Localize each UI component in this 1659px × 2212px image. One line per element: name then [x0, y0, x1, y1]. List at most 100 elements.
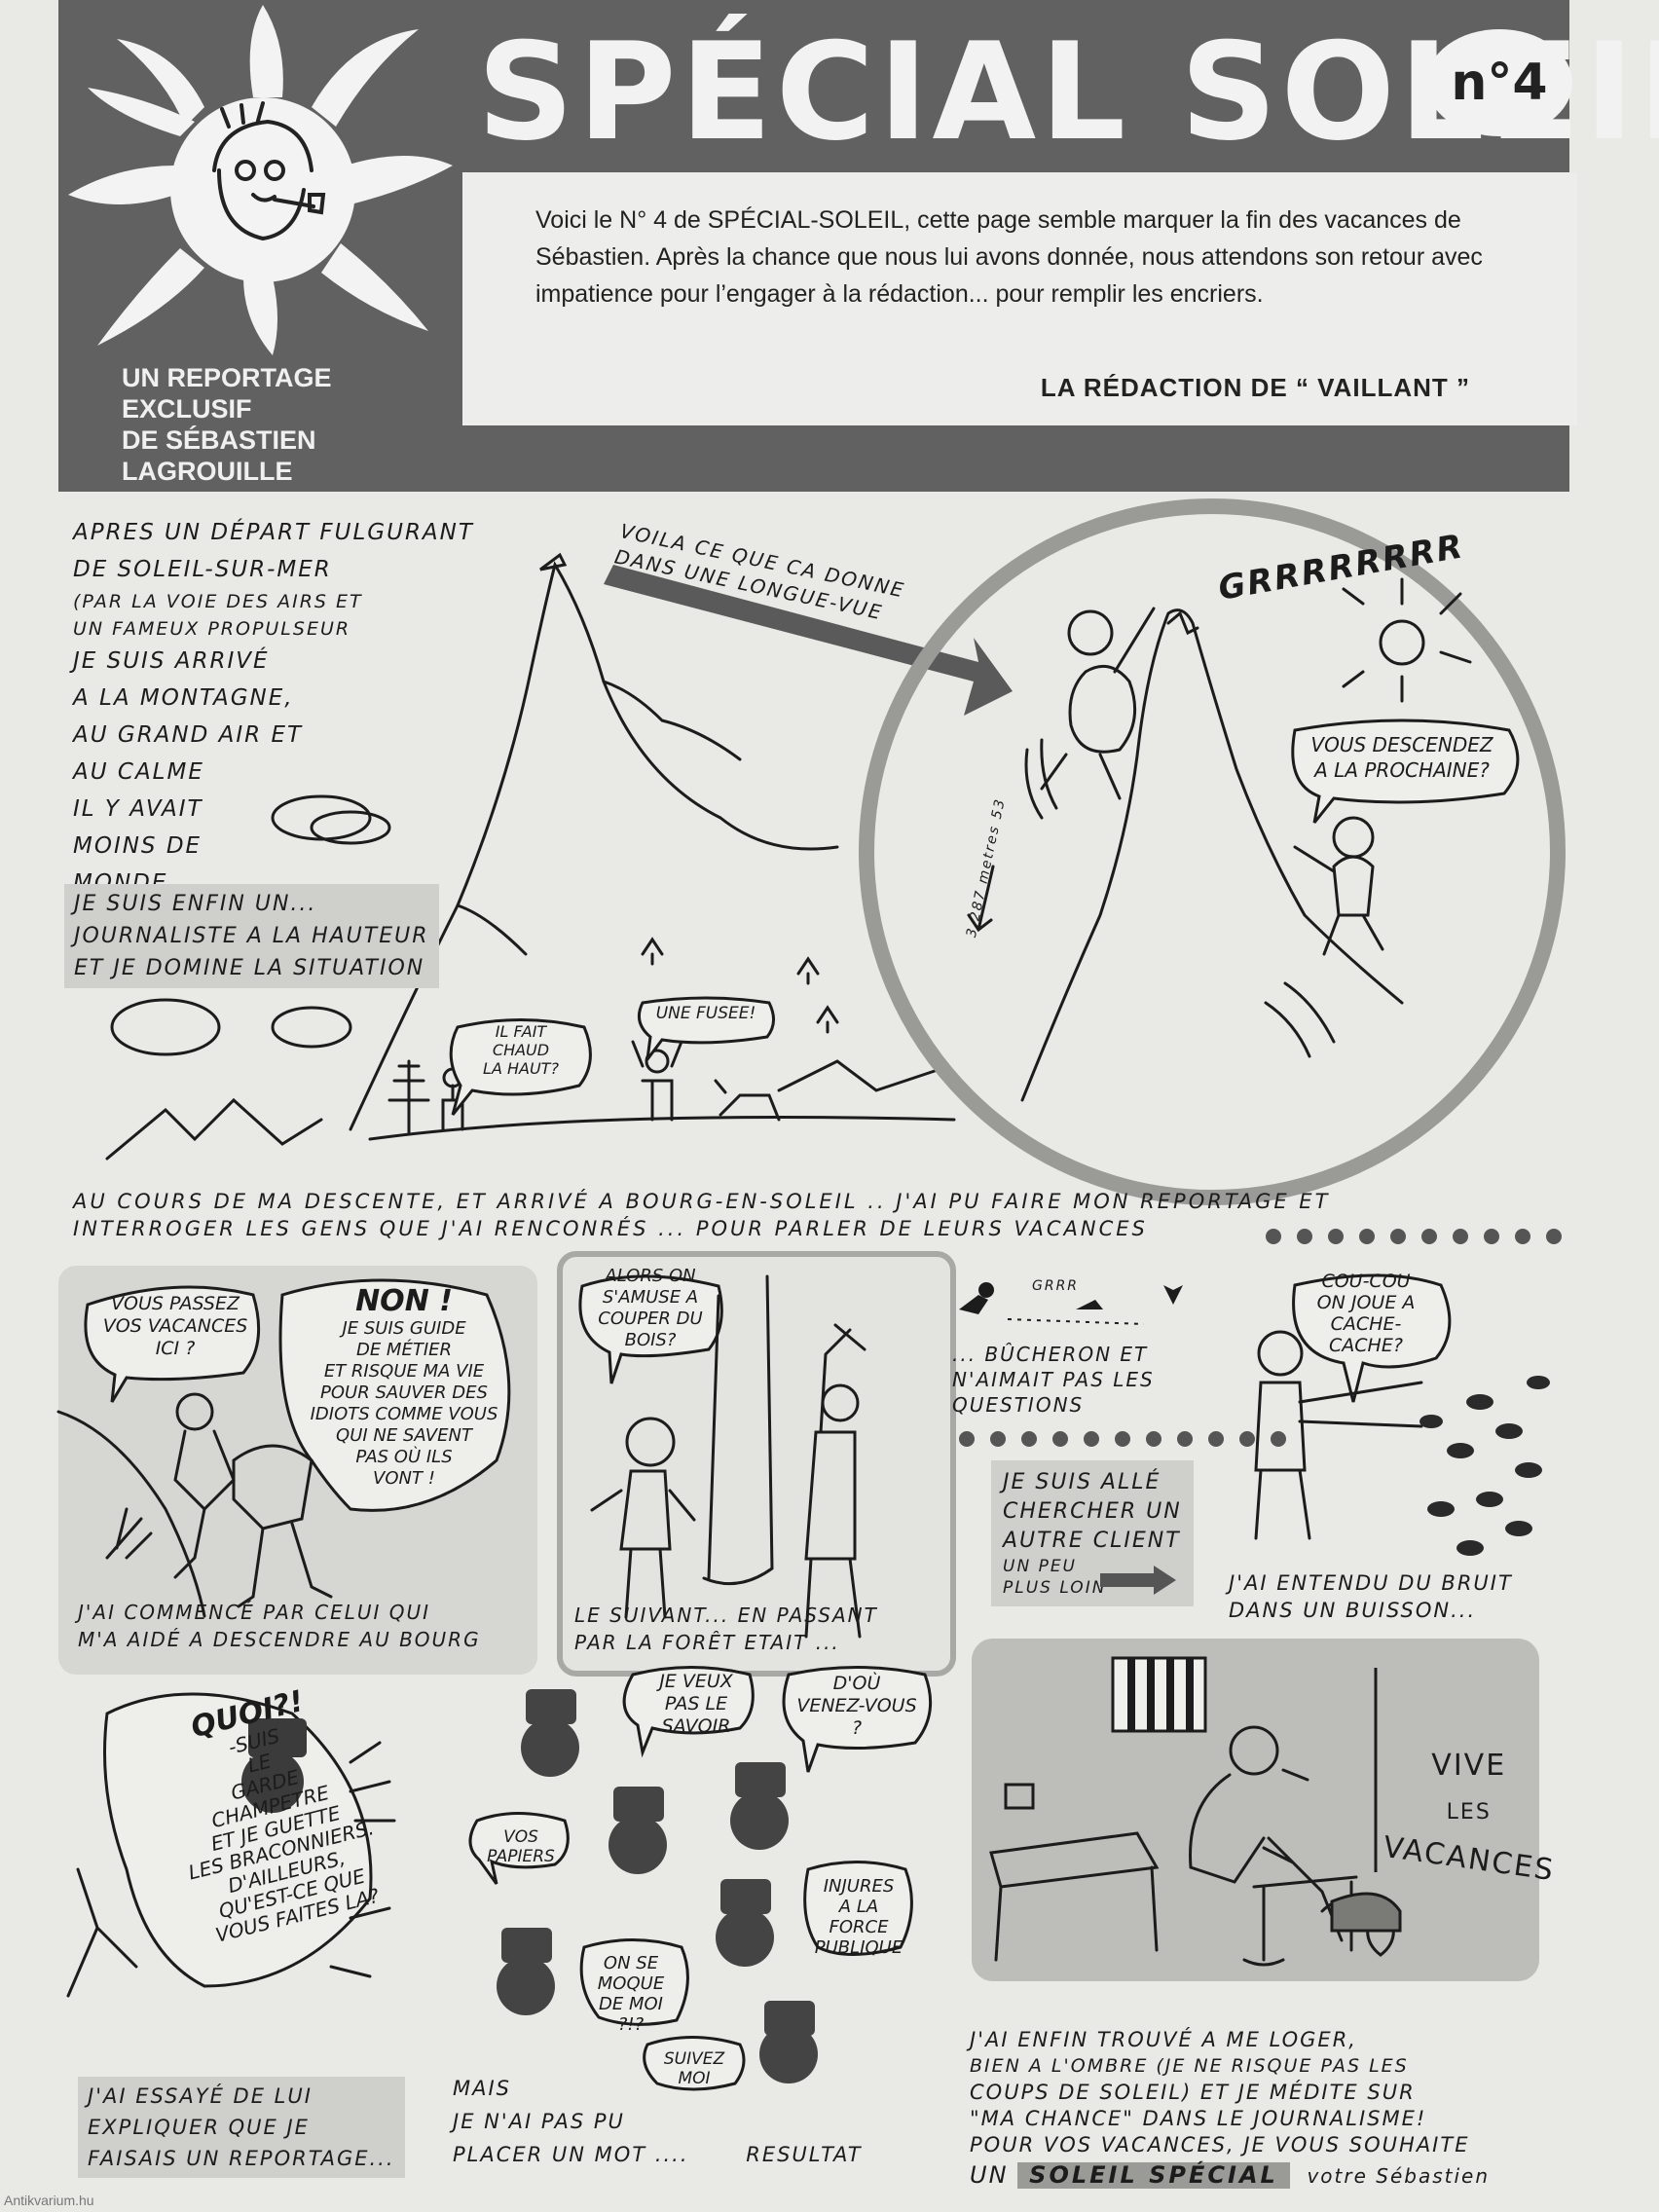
- speech-line: SUIVEZ: [663, 2049, 725, 2069]
- speech-line: MOI: [678, 2069, 711, 2088]
- speech-line: VENEZ-VOUS: [796, 1695, 917, 1716]
- narration-line: N'AIMAIT PAS LES: [952, 1368, 1155, 1391]
- caption-line: J'AI COMMENCÉ PAR CELUI QUI: [78, 1601, 431, 1624]
- caption-line: JE N'AI PAS PU: [453, 2110, 625, 2133]
- final-un: UN: [970, 2161, 1009, 2189]
- speech-rocket: UNE FUSEE!: [655, 1004, 756, 1023]
- narration-line: JE SUIS ENFIN UN...: [74, 892, 317, 916]
- narration-line: A LA MONTAGNE,: [73, 685, 294, 711]
- header-banner: SPÉCIAL SOLEIL n°4 UN REPORTAGE EXCLUSIF…: [58, 0, 1659, 492]
- speech-line: QUI NE SAVENT: [336, 1425, 472, 1446]
- speech-line: PUBLIQUE: [814, 1937, 903, 1958]
- narration-woodcutter: ... BÛCHERON ET N'AIMAIT PAS LES QUESTIO…: [952, 1342, 1155, 1418]
- speech-line: BOIS?: [624, 1330, 677, 1350]
- speech-woodcutter: ALORS ON S'AMUSE A COUPER DU BOIS?: [582, 1266, 719, 1351]
- narration-line: QUESTIONS: [952, 1393, 1085, 1417]
- speech-injures: INJURES A LA FORCE PUBLIQUE: [810, 1876, 907, 1958]
- narration-line: JE SUIS ALLÉ: [1003, 1470, 1161, 1494]
- speech-line: ICI ?: [155, 1338, 196, 1359]
- speech-climber: VOUS DESCENDEZ A LA PROCHAINE?: [1290, 732, 1514, 783]
- speech-line: FORCE: [829, 1917, 889, 1937]
- narration-line: CHERCHER UN: [1003, 1499, 1182, 1524]
- speech-venez: D'OÙ VENEZ-VOUS ?: [793, 1673, 920, 1740]
- dot-leader: [959, 1431, 1286, 1447]
- narration-line: COUPS DE SOLEIL) ET JE MÉDITE SUR: [970, 2081, 1416, 2104]
- speech-line: S'AMUSE A: [602, 1287, 699, 1308]
- narration-line: APRES UN DÉPART FULGURANT: [73, 520, 474, 545]
- caption-line: AU COURS DE MA DESCENTE, ET ARRIVÉ A BOU…: [73, 1190, 1331, 1213]
- caption-line: J'AI ENTENDU DU BRUIT: [1229, 1571, 1513, 1595]
- speech-bush: COU-COU ON JOUE A CACHE- CACHE?: [1293, 1271, 1439, 1356]
- graffiti-line: LES: [1446, 1800, 1492, 1825]
- narration-line: PLUS LOIN: [1003, 1578, 1107, 1598]
- speech-line: VOUS PASSEZ: [111, 1293, 240, 1314]
- speech-guide-answer: NON ! JE SUIS GUIDE DE MÉTIER ET RISQUE …: [292, 1285, 516, 1490]
- byline-line: EXCLUSIF: [122, 394, 252, 424]
- dot-leader: [1266, 1229, 1562, 1244]
- woodcutter-illustration: [578, 1274, 866, 1639]
- speech-line: JE VEUX: [659, 1671, 733, 1692]
- narration-line: JE SUIS ARRIVÉ: [73, 648, 270, 674]
- intro-text: Voici le N° 4 de SPÉCIAL-SOLEIL, cette p…: [535, 206, 1483, 308]
- byline-line: LAGROUILLE: [122, 457, 293, 486]
- narration-line: ... BÛCHERON ET: [952, 1343, 1149, 1366]
- final-signature: votre Sébastien: [1307, 2164, 1491, 2188]
- narration-line: UN PEU: [1003, 1557, 1077, 1576]
- speech-line: IDIOTS COMME VOUS: [310, 1404, 498, 1424]
- caption-guide: J'AI COMMENCÉ PAR CELUI QUI M'A AIDÉ A D…: [78, 1599, 481, 1653]
- narration-line: AU CALME: [73, 759, 204, 785]
- speech-line: ?!?: [617, 2014, 645, 2035]
- narration-line: IL Y AVAIT: [73, 796, 203, 822]
- speech-line: PAS LE: [664, 1693, 728, 1714]
- caption-line: PLACER UN MOT ....: [453, 2143, 689, 2166]
- speech-line: ET RISQUE MA VIE: [323, 1361, 485, 1382]
- caption-descent: AU COURS DE MA DESCENTE, ET ARRIVÉ A BOU…: [73, 1188, 1330, 1242]
- speech-line: IL FAIT: [495, 1022, 547, 1041]
- byline: UN REPORTAGE EXCLUSIF DE SÉBASTIEN LAGRO…: [122, 362, 453, 487]
- speech-line: SAVOIR: [661, 1715, 731, 1737]
- right-arrow-icon: [1100, 1566, 1176, 1595]
- caption-gamekeeper: J'AI ESSAYÉ DE LUI EXPLIQUER QUE JE FAIS…: [78, 2077, 405, 2178]
- narration-line: ET JE DOMINE LA SITUATION: [74, 956, 425, 980]
- narration-line: AUTRE CLIENT: [1003, 1529, 1181, 1553]
- gendarmes-illustration: [468, 1666, 933, 2091]
- caption-line: MAIS: [453, 2077, 512, 2100]
- speech-papiers: VOS PAPIERS: [477, 1827, 565, 1866]
- panel-jail: [972, 1639, 1539, 1981]
- speech-line: DE MÉTIER: [355, 1340, 453, 1360]
- caption-line: FAISAIS UN REPORTAGE...: [88, 2147, 395, 2170]
- narration-line: AU GRAND AIR ET: [73, 722, 304, 748]
- speech-line: A LA: [838, 1897, 879, 1917]
- narration-departure: APRES UN DÉPART FULGURANT DE SOLEIL-SUR-…: [73, 514, 474, 902]
- soleil-special-label: SOLEIL SPÉCIAL: [1017, 2162, 1290, 2189]
- caption-line: INTERROGER LES GENS QUE J'AI RENCONRÉS .…: [73, 1217, 1148, 1240]
- speech-hot: IL FAIT CHAUD LA HAUT?: [453, 1022, 589, 1078]
- speech-line: NON !: [355, 1284, 453, 1318]
- speech-line: ALORS ON: [605, 1266, 696, 1286]
- speech-bubble-rocket: [637, 996, 775, 1065]
- speech-line: POUR SAUVER DES: [320, 1382, 488, 1403]
- speech-line: D'OÙ: [832, 1673, 881, 1694]
- gamekeeper-illustration: [66, 1692, 396, 1998]
- guide-illustration: [56, 1278, 511, 1618]
- vive-les-vacances: VIVE LES VACANCES: [1381, 1743, 1557, 1888]
- narration-line: UN SOLEIL SPÉCIAL votre Sébastien: [970, 2162, 1490, 2190]
- speech-line: VONT !: [373, 1468, 435, 1489]
- caption-line: J'AI ESSAYÉ DE LUI: [88, 2084, 313, 2108]
- bush-illustration: [1254, 1273, 1550, 1556]
- graffiti-line: VIVE: [1431, 1749, 1507, 1783]
- intro-signature: LA RÉDACTION DE “ VAILLANT ”: [1040, 373, 1470, 402]
- sun-illustration: [68, 5, 453, 355]
- narration-line: J'AI ENFIN TROUVÉ A ME LOGER,: [970, 2028, 1357, 2051]
- narration-line: JOURNALISTE A LA HAUTEUR: [74, 924, 429, 948]
- speech-line: JE SUIS GUIDE: [342, 1318, 466, 1339]
- speech-line: VOS: [503, 1827, 538, 1847]
- caption-line: LE SUIVANT... EN PASSANT: [574, 1604, 878, 1627]
- narration-line: POUR VOS VACANCES, JE VOUS SOUHAITE: [970, 2133, 1470, 2157]
- speech-moque: ON SE MOQUE DE MOI ?!?: [587, 1953, 675, 2035]
- speech-line: ?: [851, 1717, 863, 1739]
- byline-line: DE SÉBASTIEN: [122, 425, 316, 455]
- mountain-illustration: [105, 498, 1566, 1205]
- speech-line: INJURES: [823, 1876, 895, 1897]
